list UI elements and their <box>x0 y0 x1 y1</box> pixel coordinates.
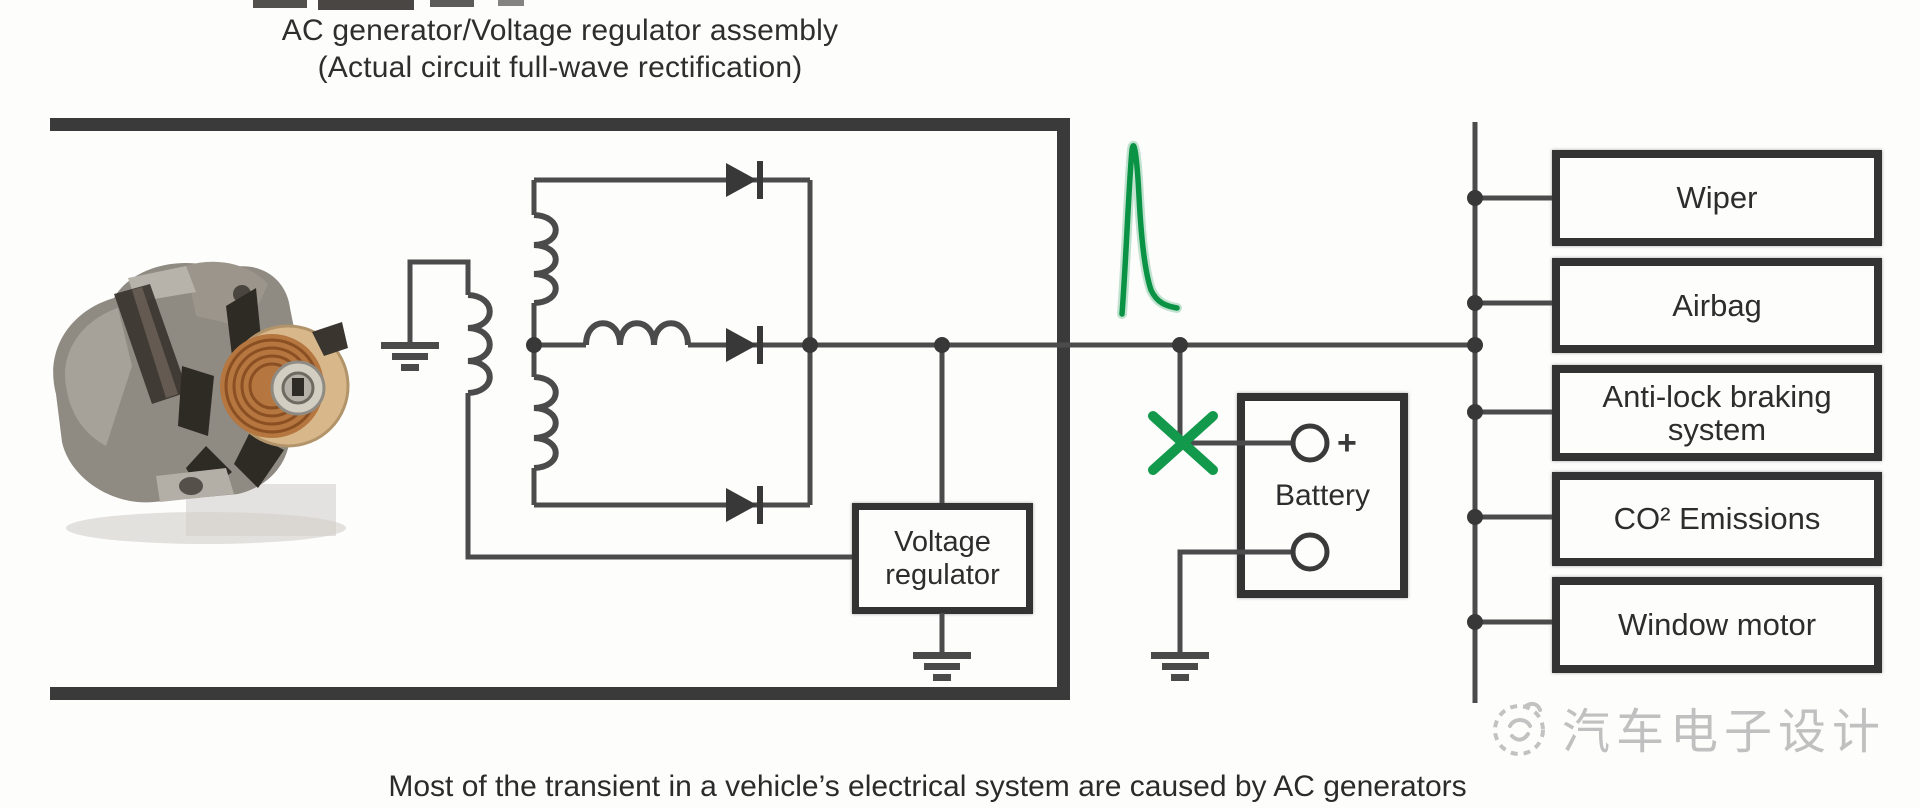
watermark: 汽车电子设计 <box>1490 692 1886 762</box>
caption: Most of the transient in a vehicle’s ele… <box>388 770 1467 803</box>
battery-box: Battery <box>1237 393 1408 598</box>
stator-bottom-coil-icon <box>533 374 559 471</box>
junction-dots <box>526 190 1483 630</box>
scan-artifact <box>498 0 524 6</box>
scan-artifact <box>318 0 414 10</box>
assembly-bracket-top <box>50 118 1070 131</box>
voltage-regulator-box: Voltage regulator <box>852 503 1033 614</box>
battery-positive-sign: + <box>1337 424 1357 462</box>
diagram-title: AC generator/Voltage regulator assembly … <box>170 12 950 86</box>
ground-icon <box>381 342 439 371</box>
field-to-regulator-wire <box>465 393 852 560</box>
battery-label: Battery <box>1274 479 1371 512</box>
junction-dot-icon <box>1467 509 1483 525</box>
fault-cross-icon <box>1148 411 1218 475</box>
load-box-wiper: Wiper <box>1552 150 1882 246</box>
ground-icon <box>1151 652 1209 681</box>
voltage-regulator-label: Voltage regulator <box>885 526 1000 591</box>
pulley <box>220 322 350 448</box>
grounds <box>381 342 1209 681</box>
load-box-window-motor: Window motor <box>1552 577 1882 673</box>
ground-icon <box>913 652 971 681</box>
junction-dot-icon <box>802 337 818 353</box>
scan-artifact <box>253 0 307 8</box>
diode-icon <box>726 486 763 524</box>
watermark-logo-icon <box>1493 701 1545 756</box>
junction-dot-icon <box>1467 404 1483 420</box>
load-box-abs: Anti-lock braking system <box>1552 365 1882 461</box>
battery-terminal-icon <box>1290 423 1330 463</box>
scan-artifact <box>430 0 474 7</box>
battery-terminal-icon <box>1290 532 1330 572</box>
load-label: CO² Emissions <box>1613 501 1821 537</box>
junction-dot-icon <box>1467 614 1483 630</box>
load-box-airbag: Airbag <box>1552 258 1882 353</box>
watermark-text: 汽车电子设计 <box>1562 706 1887 759</box>
load-label: Wiper <box>1676 180 1758 216</box>
title-line-1: AC generator/Voltage regulator assembly <box>281 14 839 47</box>
field-wire <box>407 259 471 342</box>
junction-dot-icon <box>934 337 950 353</box>
diode-icon <box>726 326 763 364</box>
load-label: Airbag <box>1672 287 1762 323</box>
junction-dot-icon <box>1467 295 1483 311</box>
junction-dot-icon <box>1467 337 1483 353</box>
stator-top-coil-icon <box>533 212 559 306</box>
load-box-co2: CO² Emissions <box>1552 472 1882 566</box>
transient-spike-icon <box>1117 140 1182 319</box>
junction-dot-icon <box>526 337 542 353</box>
assembly-bracket-bottom <box>50 687 1070 700</box>
diodes <box>726 161 763 524</box>
field-coil-icon <box>467 292 493 396</box>
assembly-bracket-right <box>1057 118 1070 700</box>
wires <box>407 122 1552 703</box>
diode-icon <box>726 161 763 199</box>
battery-negative-wire <box>1177 549 1296 652</box>
alternator-photo <box>53 261 350 544</box>
junction-dot-icon <box>1467 190 1483 206</box>
inductor-icon <box>583 320 691 346</box>
junction-dot-icon <box>1172 337 1188 353</box>
title-line-2: (Actual circuit full-wave rectification) <box>317 51 803 84</box>
load-label: Window motor <box>1617 607 1817 643</box>
load-label: Anti-lock braking system <box>1602 378 1832 447</box>
